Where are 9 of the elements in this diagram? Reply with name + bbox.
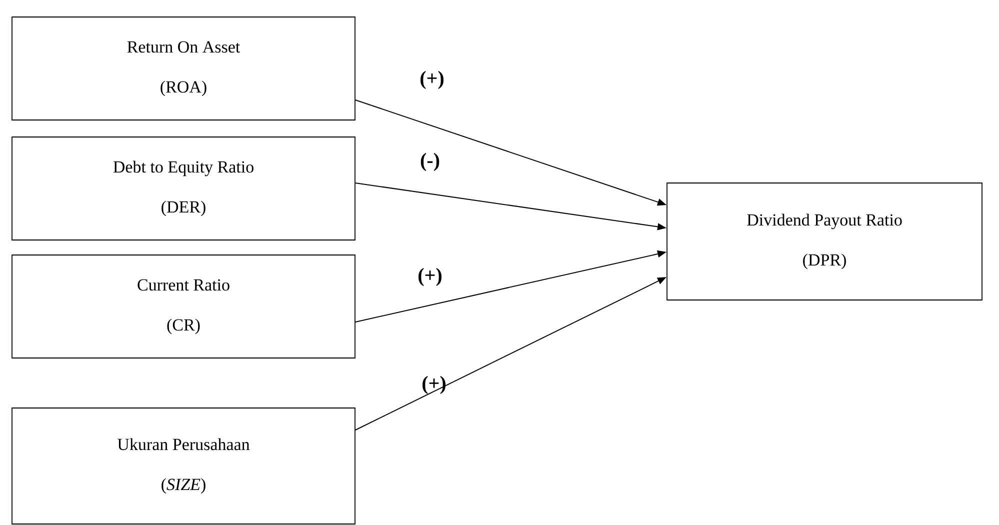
- edge-label: (+): [420, 70, 444, 90]
- edge-label: (+): [418, 268, 442, 286]
- variable-box: Dividend Payout Ratio (DPR): [666, 182, 982, 300]
- edge-label: (+): [422, 376, 446, 394]
- variable-box: Ukuran Perusahaan (SIZE): [12, 408, 356, 524]
- variable-box: Return On Asset (ROA): [12, 16, 356, 120]
- variable-box: Current Ratio (CR): [12, 254, 356, 358]
- variable-box: Debt to Equity Ratio (DER): [12, 136, 356, 240]
- edge-label: (-): [420, 152, 440, 172]
